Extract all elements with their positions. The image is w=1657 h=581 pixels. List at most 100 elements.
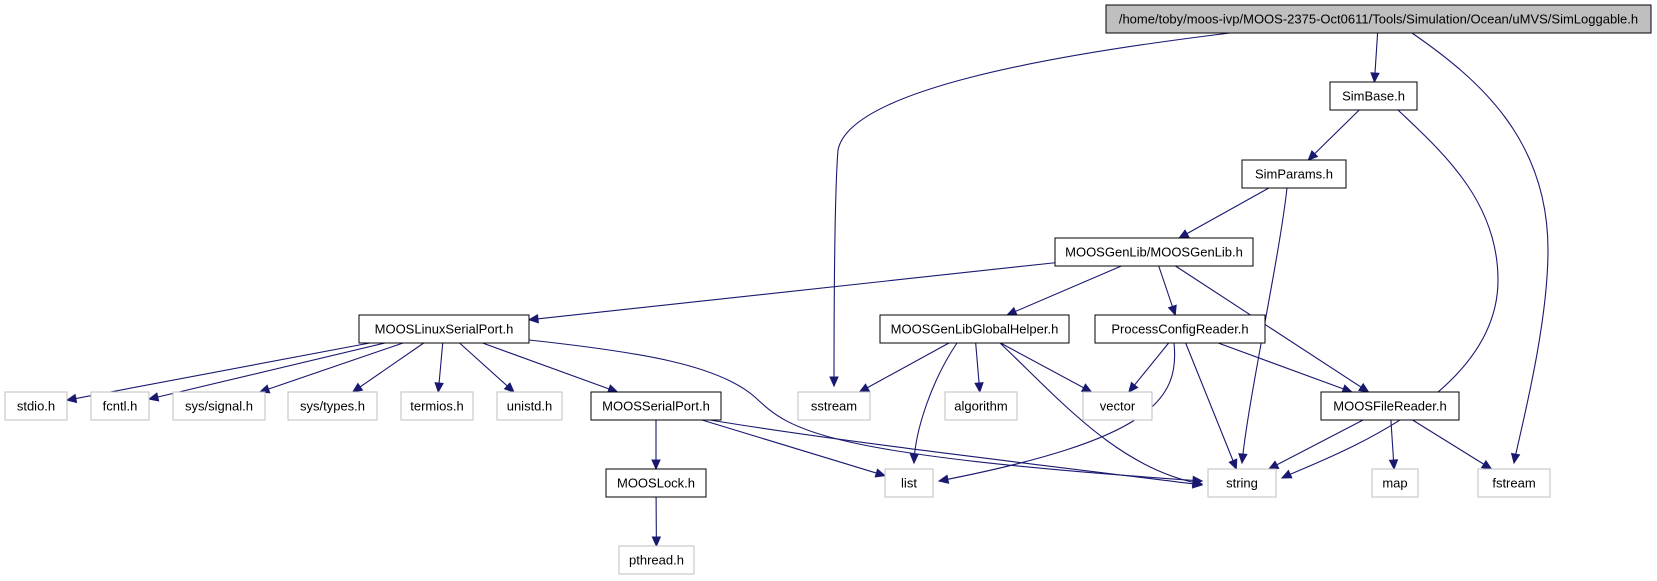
node-types: sys/types.h: [287, 391, 378, 421]
arrowhead: [1167, 304, 1177, 317]
node-box: [605, 468, 707, 498]
arrowhead: [651, 459, 661, 471]
edge-procconfig-to-string: [1185, 342, 1238, 471]
node-label: MOOSSerialPort.h: [602, 399, 710, 414]
edge-filereader-to-string: [1267, 419, 1364, 470]
arrowhead: [1370, 72, 1380, 84]
node-box: [1207, 468, 1277, 498]
node-box: [1082, 391, 1153, 421]
node-procconfig[interactable]: ProcessConfigReader.h: [1094, 314, 1266, 344]
node-label: algorithm: [954, 399, 1007, 414]
edge-moosgenlib-to-globalhelper: [1006, 265, 1122, 316]
node-vector: vector: [1082, 391, 1153, 421]
edge-root-to-sstream: [829, 32, 1231, 388]
node-root[interactable]: /home/toby/moos-ivp/MOOS-2375-Oct0611/To…: [1105, 4, 1652, 34]
node-box: [797, 391, 871, 421]
node-pthread: pthread.h: [618, 545, 695, 575]
node-box: [90, 391, 150, 421]
node-box: [1105, 4, 1652, 34]
node-fcntl: fcntl.h: [90, 391, 150, 421]
node-box: [1241, 159, 1347, 189]
node-box: [590, 391, 722, 421]
node-lock[interactable]: MOOSLock.h: [605, 468, 707, 498]
edge-moosgenlib-to-procconfig: [1158, 265, 1177, 317]
arrowhead: [1080, 383, 1093, 393]
node-box: [1094, 314, 1266, 344]
node-signal: sys/signal.h: [172, 391, 266, 421]
node-label: MOOSGenLib/MOOSGenLib.h: [1065, 245, 1243, 260]
edge-linuxserial-to-stdio: [65, 342, 370, 404]
node-simbase[interactable]: SimBase.h: [1329, 81, 1418, 111]
arrowhead: [434, 382, 444, 394]
edge-simbase-to-simparams: [1307, 109, 1360, 161]
node-linuxserial[interactable]: MOOSLinuxSerialPort.h: [358, 314, 530, 344]
node-label: stdio.h: [17, 399, 55, 414]
arrowhead: [974, 382, 984, 394]
edge-line: [352, 342, 425, 393]
arrowhead: [1480, 459, 1493, 470]
node-sstream: sstream: [797, 391, 871, 421]
arrowhead: [503, 382, 515, 393]
node-moosgenlib[interactable]: MOOSGenLib/MOOSGenLib.h: [1054, 237, 1254, 267]
node-unistd: unistd.h: [496, 391, 563, 421]
edge-line: [1128, 342, 1170, 393]
node-list: list: [884, 468, 934, 498]
edge-line: [913, 342, 958, 464]
arrowhead: [1238, 453, 1248, 465]
node-label: list: [901, 476, 917, 491]
node-label: sstream: [811, 399, 857, 414]
arrowhead: [909, 453, 920, 465]
edge-globalhelper-to-list: [909, 342, 958, 465]
edge-root-to-fstream: [1411, 32, 1549, 465]
edge-line: [1185, 342, 1237, 470]
node-filereader[interactable]: MOOSFileReader.h: [1320, 391, 1460, 421]
edge-serialport-to-lock: [651, 420, 661, 471]
edge-linuxserial-to-termios: [434, 342, 444, 394]
node-label: MOOSLinuxSerialPort.h: [375, 322, 514, 337]
edge-line: [1006, 265, 1122, 316]
arrowhead: [1006, 306, 1018, 316]
edge-globalhelper-to-sstream: [858, 342, 950, 393]
node-serialport[interactable]: MOOSSerialPort.h: [590, 391, 722, 421]
node-label: MOOSFileReader.h: [1333, 399, 1446, 414]
arrowhead: [858, 383, 871, 393]
node-map: map: [1371, 468, 1419, 498]
edge-line: [459, 342, 515, 393]
node-box: [879, 314, 1070, 344]
node-label: fstream: [1492, 476, 1535, 491]
edge-line: [709, 419, 1203, 486]
edge-line: [482, 342, 618, 393]
edge-globalhelper-to-algorithm: [974, 342, 984, 394]
edge-moosgenlib-to-linuxserial: [527, 262, 1056, 324]
node-termios: termios.h: [400, 391, 474, 421]
node-globalhelper[interactable]: MOOSGenLibGlobalHelper.h: [879, 314, 1070, 344]
arrowhead: [1510, 452, 1521, 465]
node-string: string: [1207, 468, 1277, 498]
arrowhead: [1128, 381, 1139, 393]
node-label: MOOSGenLibGlobalHelper.h: [891, 322, 1059, 337]
node-box: [4, 391, 68, 421]
edge-procconfig-to-vector: [1128, 342, 1170, 393]
node-simparams[interactable]: SimParams.h: [1241, 159, 1347, 189]
edge-line: [259, 342, 404, 393]
node-label: /home/toby/moos-ivp/MOOS-2375-Oct0611/To…: [1119, 12, 1638, 27]
arrowhead: [527, 314, 539, 324]
arrowhead: [1178, 229, 1190, 239]
node-label: sys/signal.h: [185, 399, 253, 414]
edge-line: [528, 339, 1203, 482]
node-box: [400, 391, 474, 421]
edge-root-to-simbase: [1370, 32, 1380, 84]
node-box: [1329, 81, 1418, 111]
node-algorithm: algorithm: [944, 391, 1018, 421]
arrowhead: [1267, 460, 1280, 470]
node-label: ProcessConfigReader.h: [1111, 322, 1248, 337]
edge-simparams-to-moosgenlib: [1178, 187, 1270, 239]
edge-line: [701, 419, 886, 477]
edge-serialport-to-list: [701, 419, 887, 478]
edge-line: [528, 262, 1056, 321]
node-label: map: [1382, 476, 1407, 491]
edge-line: [833, 32, 1231, 387]
node-box: [496, 391, 563, 421]
arrowhead: [1357, 382, 1370, 393]
